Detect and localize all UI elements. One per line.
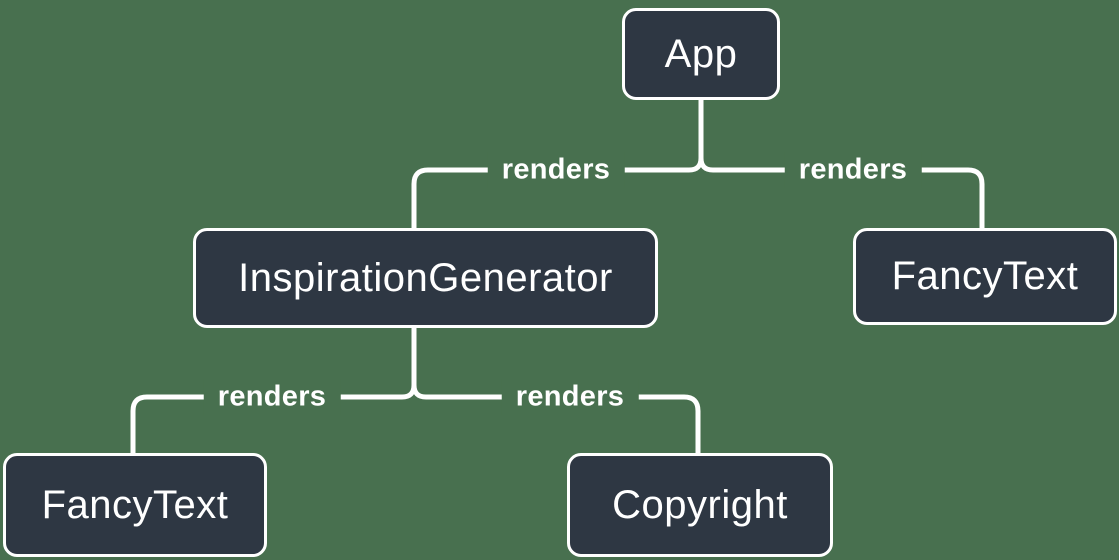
node-fancy-text-bottom: FancyText <box>3 453 267 557</box>
node-fancy-text-top: FancyText <box>853 228 1117 325</box>
node-copyright-label: Copyright <box>612 482 788 527</box>
edge-label-renders-1: renders <box>487 151 625 189</box>
node-inspiration-generator-label: InspirationGenerator <box>238 255 613 300</box>
node-app: App <box>622 8 780 100</box>
edge-label-renders-4: renders <box>501 378 639 416</box>
node-copyright: Copyright <box>567 453 833 557</box>
edge-label-renders-3: renders <box>203 378 341 416</box>
edge-label-renders-2: renders <box>784 151 922 189</box>
node-fancy-text-top-label: FancyText <box>891 254 1079 298</box>
node-fancy-text-bottom-label: FancyText <box>41 482 229 527</box>
node-inspiration-generator: InspirationGenerator <box>193 228 658 328</box>
node-app-label: App <box>664 31 738 76</box>
